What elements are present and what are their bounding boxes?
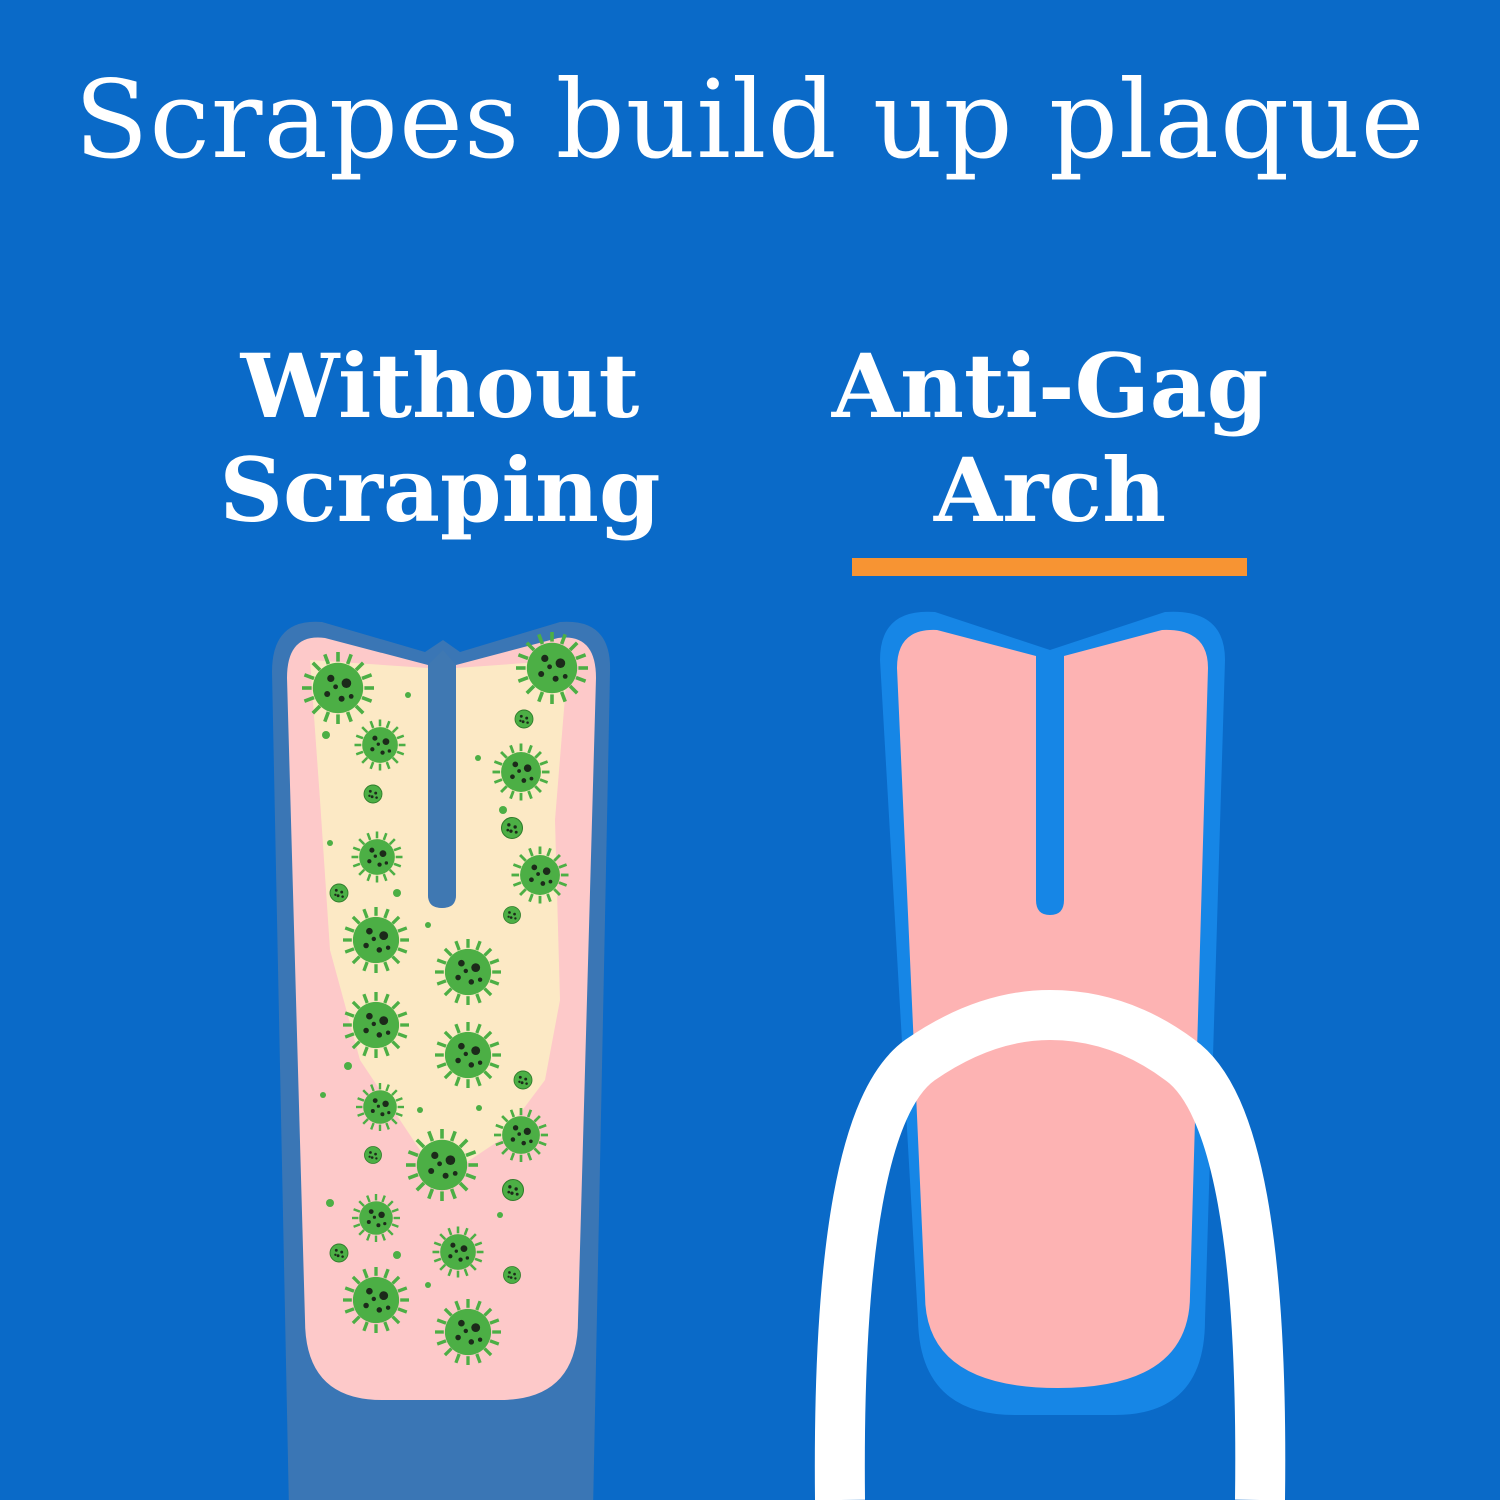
label-line: Scraping <box>219 438 661 542</box>
label-without-scraping: Without Scraping <box>200 334 680 542</box>
tongue-without-scraping <box>272 621 611 1500</box>
label-line: Without <box>240 334 640 438</box>
tongue-anti-gag-arch <box>814 611 1286 1500</box>
scraper-arch-icon <box>814 989 1286 1500</box>
label-line: Arch <box>933 438 1167 542</box>
highlight-underline <box>852 558 1247 576</box>
label-anti-gag-arch: Anti-Gag Arch <box>790 334 1310 542</box>
page-title: Scrapes build up plaque <box>74 58 1426 183</box>
label-line: Anti-Gag <box>831 334 1269 438</box>
